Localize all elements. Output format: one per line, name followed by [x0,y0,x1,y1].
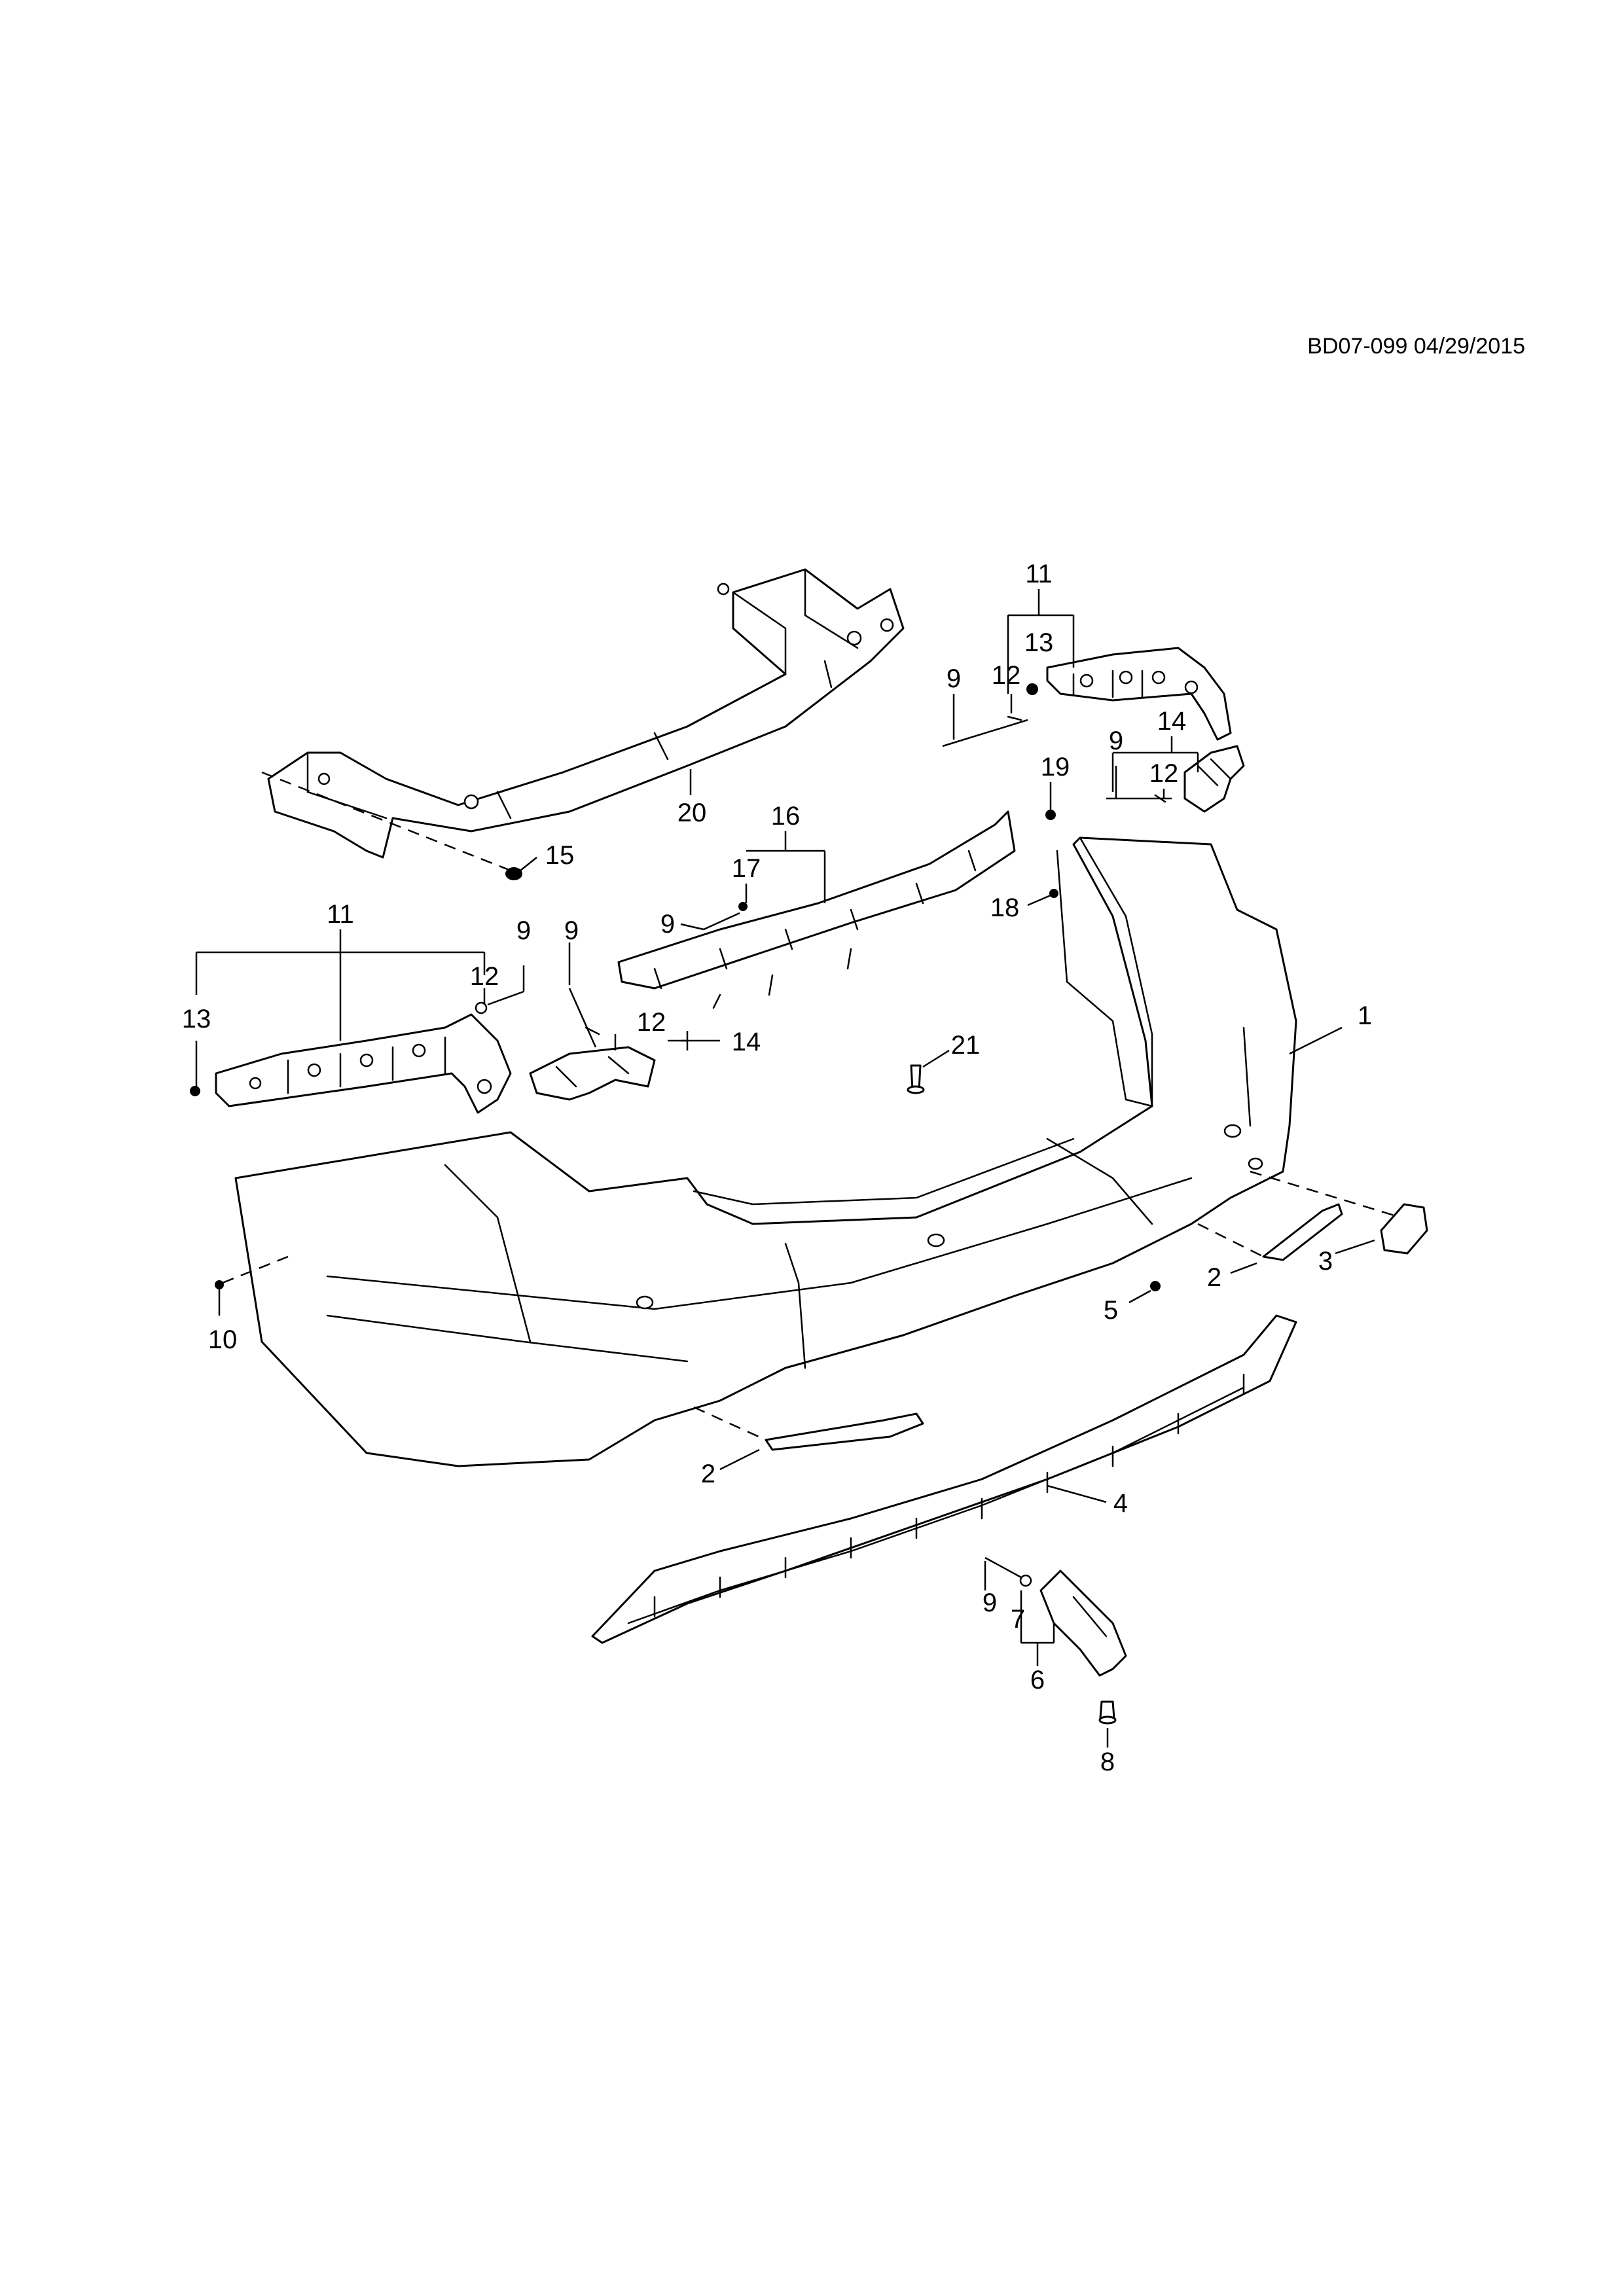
part-6-bracket [1039,1570,1127,1677]
callout-13-upper: 13 [1024,628,1054,657]
part-2-right-dashed-line [1197,1223,1264,1258]
leader-lines [195,589,1375,1748]
callout-1: 1 [1358,1001,1372,1030]
part-13-right-clip [1026,683,1038,695]
part-19-clip [1045,810,1056,820]
callout-18: 18 [990,893,1020,922]
callout-21: 21 [951,1031,981,1060]
part-11-left-bracket [215,1013,512,1114]
part-2-right-reflector [1262,1203,1343,1261]
part-14-right-support [1183,745,1245,813]
callout-6: 6 [1030,1666,1045,1695]
callout-3: 3 [1318,1247,1333,1276]
callout-labels: 1 2 2 3 4 5 6 7 8 9 9 9 9 9 9 10 11 11 1… [182,560,1372,1776]
callout-9-left: 9 [516,916,531,945]
part-5-nut [1150,1281,1161,1291]
callout-12-left-support: 12 [637,1008,666,1037]
part-12-right-support-spacer [1154,794,1166,803]
part-9-left-support-bolt [568,988,597,1048]
callout-10: 10 [208,1325,238,1354]
callout-12-left: 12 [470,962,499,991]
callout-14-right: 14 [1157,707,1187,736]
part-17-clip [738,902,748,911]
part-12-left-spacer [475,1001,488,1014]
callout-4: 4 [1113,1489,1128,1518]
part-2-left-dashed-line [693,1406,767,1441]
callout-12-right-support: 12 [1149,759,1179,788]
part-10-dashed-line [222,1255,289,1284]
callout-14-left: 14 [732,1028,761,1056]
part-3-dashed-line [1250,1170,1401,1219]
part-16-center-reinforcement [617,810,1016,1009]
callout-13-left: 13 [182,1005,211,1033]
callout-9-left-support: 9 [564,916,579,945]
part-20-impact-bar [267,568,905,859]
callout-9-lower: 9 [983,1588,997,1617]
part-15-nut [505,867,522,880]
part-13-left-clip [190,1086,200,1096]
callout-19: 19 [1041,753,1070,781]
callout-17: 17 [732,854,761,883]
callout-8: 8 [1100,1748,1115,1776]
part-10-clip [215,1280,224,1289]
callout-12-upper: 12 [992,661,1021,690]
callout-20: 20 [677,798,707,827]
part-9-center-bolt [703,912,740,931]
part-21-pin [907,1064,925,1094]
callout-16: 16 [771,802,801,831]
part-2-left-reflector [765,1412,924,1451]
callout-5: 5 [1104,1296,1118,1325]
part-12-right-spacer [1007,715,1022,721]
part-3-tow-hook-cap [1380,1203,1428,1255]
part-18-clip [1049,889,1058,898]
diagram-reference: BD07-099 04/29/2015 [1307,334,1525,359]
part-15-dashed-line [261,771,511,872]
part-8-fastener [1098,1700,1117,1725]
callout-9-right-support: 9 [1109,726,1123,755]
callout-2-right: 2 [1207,1263,1221,1292]
part-9-lower-bolt [984,1556,1022,1579]
part-14-left-support [529,1046,656,1101]
callout-15: 15 [545,841,575,870]
part-11-right-bracket [1046,647,1232,741]
callout-11-left: 11 [327,900,354,929]
part-12-left-support-spacer [585,1026,600,1035]
part-1-bumper-fascia [234,836,1297,1467]
part-9-left-bolt [487,990,524,1006]
part-4-lower-diffuser [591,1314,1297,1644]
part-7-spacer [1019,1574,1032,1587]
callout-2-left: 2 [701,1460,715,1488]
callout-9-upper: 9 [947,664,961,693]
callout-7: 7 [1011,1605,1025,1634]
callout-11-right: 11 [1025,560,1053,588]
part-9-right-bolt [942,719,1028,747]
callout-9-center: 9 [660,910,675,939]
